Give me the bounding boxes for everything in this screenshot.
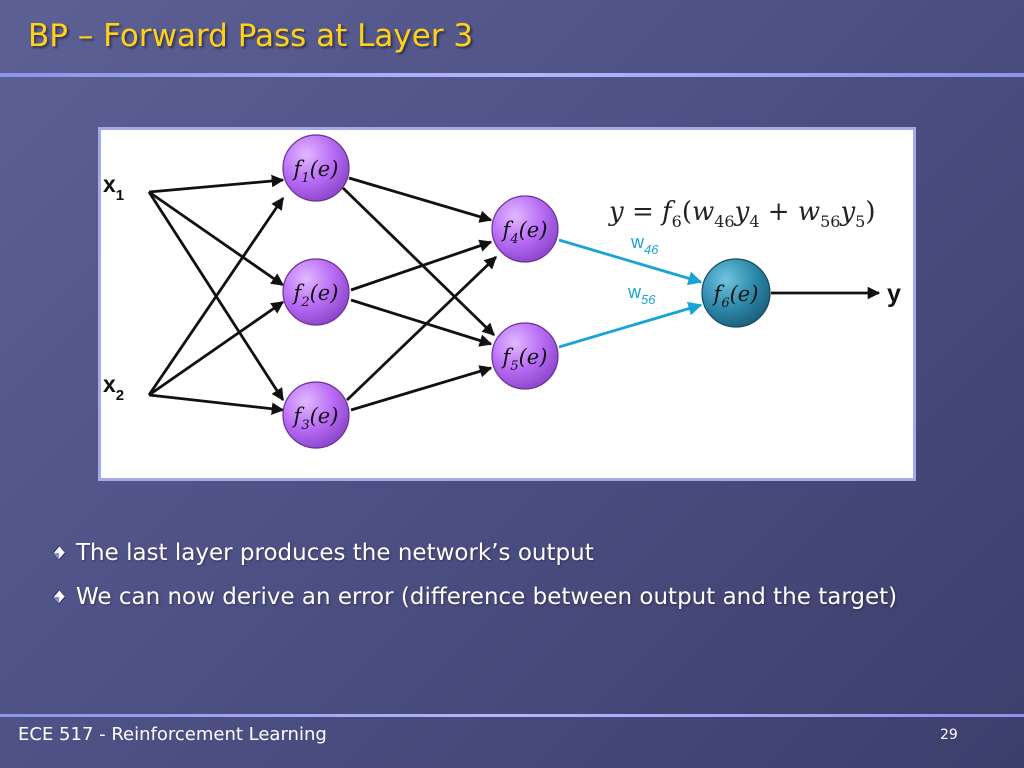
bullet-list: The last layer produces the network’s ou… [48, 536, 928, 624]
input-connections [147, 174, 285, 415]
svg-text:f2(e): f2(e) [292, 281, 339, 310]
bullet-diamond-icon [52, 589, 66, 605]
network-diagram: x1 x2 f1(e) f2(e) f3(e) f4(e) f5(e) f6(e… [98, 127, 916, 481]
footer-divider [0, 714, 1024, 717]
neuron-f1: f1(e) [282, 134, 350, 202]
neuron-f4: f4(e) [491, 195, 559, 263]
bullet-text: We can now derive an error (difference b… [76, 584, 898, 610]
bullet-item: We can now derive an error (difference b… [48, 580, 928, 614]
bullet-text: The last layer produces the network’s ou… [76, 540, 594, 566]
weight-w46: w46 [630, 232, 659, 257]
svg-text:f6(e): f6(e) [712, 282, 759, 311]
svg-text:f1(e): f1(e) [292, 157, 339, 186]
output-connections [558, 238, 703, 349]
bullet-diamond-icon [52, 545, 66, 561]
svg-text:f5(e): f5(e) [501, 345, 548, 374]
input-x1: x1 [103, 171, 124, 204]
network-svg: x1 x2 f1(e) f2(e) f3(e) f4(e) f5(e) f6(e… [103, 134, 901, 449]
neuron-f2: f2(e) [282, 258, 350, 326]
output-equation: y = f6(w46y4 + w56y5) [608, 197, 876, 231]
output-y: y [887, 280, 901, 308]
svg-text:f3(e): f3(e) [292, 404, 339, 433]
neuron-f5: f5(e) [491, 322, 559, 390]
title-divider [0, 73, 1024, 77]
slide-title: BP – Forward Pass at Layer 3 [28, 18, 474, 54]
slide-number: 29 [940, 727, 958, 743]
bullet-item: The last layer produces the network’s ou… [48, 536, 928, 570]
weight-w56: w56 [627, 282, 656, 307]
neuron-f6: f6(e) [701, 258, 771, 328]
footer-course-title: ECE 517 - Reinforcement Learning [18, 724, 327, 745]
neuron-f3: f3(e) [282, 381, 350, 449]
hidden-connections [342, 176, 497, 412]
svg-text:f4(e): f4(e) [501, 218, 548, 247]
input-x2: x2 [103, 371, 124, 404]
